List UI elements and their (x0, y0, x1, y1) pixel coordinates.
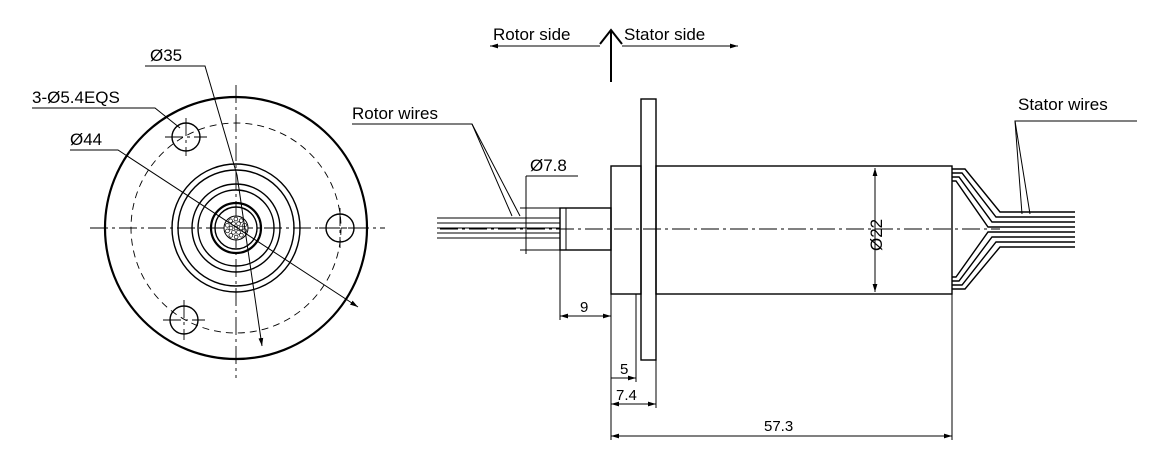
leader-dia35 (145, 65, 238, 176)
wire-dot (228, 233, 234, 238)
wire-dot (233, 216, 239, 222)
wire-dot (228, 225, 234, 231)
dim-line-dia35 (236, 174, 264, 347)
label-len9: 9 (580, 299, 588, 316)
front-view: Ø35 3-Ø5.4EQS Ø44 (32, 46, 385, 378)
flange-side (640, 98, 657, 361)
label-len74: 7.4 (616, 387, 637, 404)
collar (610, 165, 642, 295)
label-len573: 57.3 (764, 418, 793, 435)
shaft-inner-circle (214, 206, 258, 250)
label-stator-wires: Stator wires (1018, 95, 1108, 114)
wire-dot (225, 223, 230, 228)
label-stator-side: Stator side (624, 25, 705, 44)
leader-stator-wires (1014, 120, 1137, 215)
body-outer-circle (171, 163, 301, 293)
division-arrow-head (599, 28, 623, 45)
label-dia22: Ø22 (867, 219, 886, 251)
bearing-inner-circle (197, 189, 275, 267)
label-dia78: Ø7.8 (530, 156, 567, 175)
label-len5: 5 (620, 361, 628, 378)
leader-holes (32, 107, 181, 129)
label-holes: 3-Ø5.4EQS (32, 88, 120, 107)
wire-dot (231, 230, 236, 235)
wire-bundle-core (223, 215, 249, 241)
stator-body (655, 165, 953, 295)
wire-dot (236, 221, 241, 226)
label-dia44: Ø44 (70, 130, 102, 149)
wire-dot (239, 232, 244, 238)
direction-indicator: Rotor side Stator side (490, 25, 738, 82)
wire-dot (238, 218, 244, 223)
bearing-outer-circle (191, 183, 281, 273)
leader-rotor-wires (352, 123, 513, 217)
stator-wires (952, 168, 1075, 290)
leader-stator-wires-2 (1014, 120, 1023, 215)
label-rotor-side: Rotor side (493, 25, 570, 44)
wire-dot (225, 228, 230, 234)
leader-rotor-wires-2 (471, 123, 521, 217)
label-dia35: Ø35 (150, 46, 182, 65)
label-rotor-wires: Rotor wires (352, 104, 438, 123)
flange-outer-circle (103, 95, 369, 361)
wire-dot (228, 218, 233, 224)
wire-dot (233, 234, 239, 240)
shaft-outer-circle (209, 201, 263, 255)
leader-dia44 (70, 149, 359, 308)
wire-dot (236, 230, 241, 235)
side-view: Ø22 Ø7.8 Rotor wires Stator wires 9 5 7.… (352, 95, 1137, 440)
rotor-wires (437, 217, 560, 239)
